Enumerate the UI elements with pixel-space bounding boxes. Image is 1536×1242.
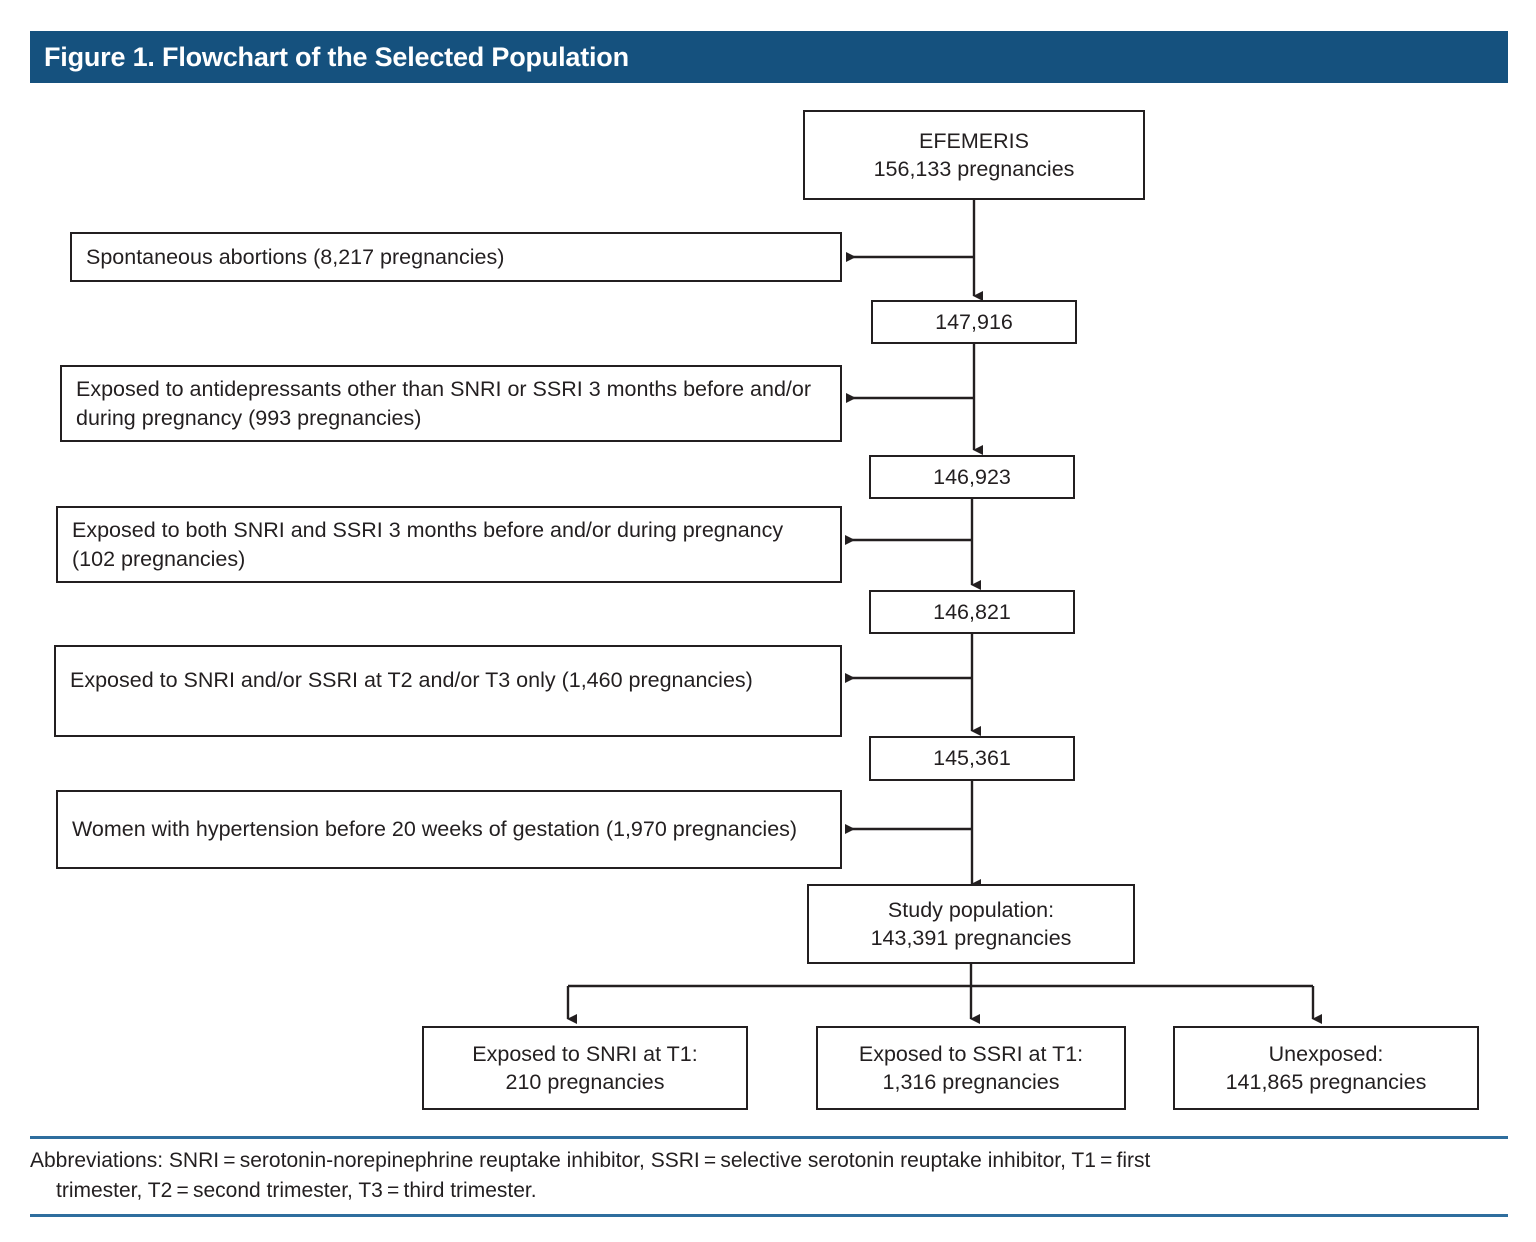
group-snri-title: Exposed to SNRI at T1: — [472, 1041, 698, 1066]
source-count: 156,133 pregnancies — [873, 157, 1075, 181]
node-exclusion-5: Women with hypertension before 20 weeks … — [56, 790, 842, 869]
figure-header-bar: Figure 1. Flowchart of the Selected Popu… — [30, 31, 1508, 83]
exclusion-1-text: Spontaneous abortions (8,217 pregnancies… — [86, 244, 505, 269]
node-exclusion-2: Exposed to antidepressants other than SN… — [60, 365, 842, 442]
exclusion-3-text: Exposed to both SNRI and SSRI 3 months b… — [72, 518, 784, 571]
group-unexposed-title: Unexposed: — [1268, 1041, 1384, 1066]
node-group-ssri: Exposed to SSRI at T1: 1,316 pregnancies — [816, 1026, 1126, 1110]
source-title: EFEMERIS — [919, 128, 1029, 153]
node-exclusion-4: Exposed to SNRI and/or SSRI at T2 and/or… — [54, 645, 842, 737]
exclusion-2-text: Exposed to antidepressants other than SN… — [76, 377, 811, 430]
study-population-title: Study population: — [887, 897, 1055, 922]
footnote-line-1: Abbreviations: SNRI = serotonin-norepine… — [30, 1149, 1151, 1172]
node-study-population: Study population: 143,391 pregnancies — [807, 884, 1135, 964]
node-exclusion-1: Spontaneous abortions (8,217 pregnancies… — [70, 232, 842, 282]
footnote-line-2: trimester, T2 = second trimester, T3 = t… — [56, 1178, 537, 1202]
node-remaining-3: 146,821 — [869, 590, 1075, 634]
group-ssri-count: 1,316 pregnancies — [882, 1070, 1060, 1094]
study-population-count: 143,391 pregnancies — [870, 926, 1072, 950]
node-remaining-4: 145,361 — [869, 736, 1075, 781]
footnote-abbreviations: Abbreviations: SNRI = serotonin-norepine… — [30, 1146, 1490, 1206]
footnote-rule-top — [30, 1136, 1508, 1139]
group-unexposed-count: 141,865 pregnancies — [1225, 1070, 1427, 1094]
node-source-cohort: EFEMERIS 156,133 pregnancies — [803, 110, 1145, 200]
group-ssri-title: Exposed to SSRI at T1: — [858, 1041, 1084, 1066]
remaining-3-count: 146,821 — [933, 599, 1011, 624]
node-exclusion-3: Exposed to both SNRI and SSRI 3 months b… — [56, 506, 842, 583]
remaining-1-count: 147,916 — [935, 309, 1013, 334]
remaining-2-count: 146,923 — [933, 464, 1011, 489]
exclusion-4-text: Exposed to SNRI and/or SSRI at T2 and/or… — [70, 667, 753, 692]
node-group-unexposed: Unexposed: 141,865 pregnancies — [1173, 1026, 1479, 1110]
remaining-4-count: 145,361 — [933, 746, 1011, 771]
page-title: Figure 1. Flowchart of the Selected Popu… — [44, 41, 629, 72]
group-snri-count: 210 pregnancies — [505, 1070, 665, 1094]
node-remaining-2: 146,923 — [869, 455, 1075, 499]
node-group-snri: Exposed to SNRI at T1: 210 pregnancies — [422, 1026, 748, 1110]
footnote-rule-bottom — [30, 1214, 1508, 1217]
node-remaining-1: 147,916 — [871, 300, 1077, 344]
exclusion-5-text: Women with hypertension before 20 weeks … — [72, 817, 798, 842]
